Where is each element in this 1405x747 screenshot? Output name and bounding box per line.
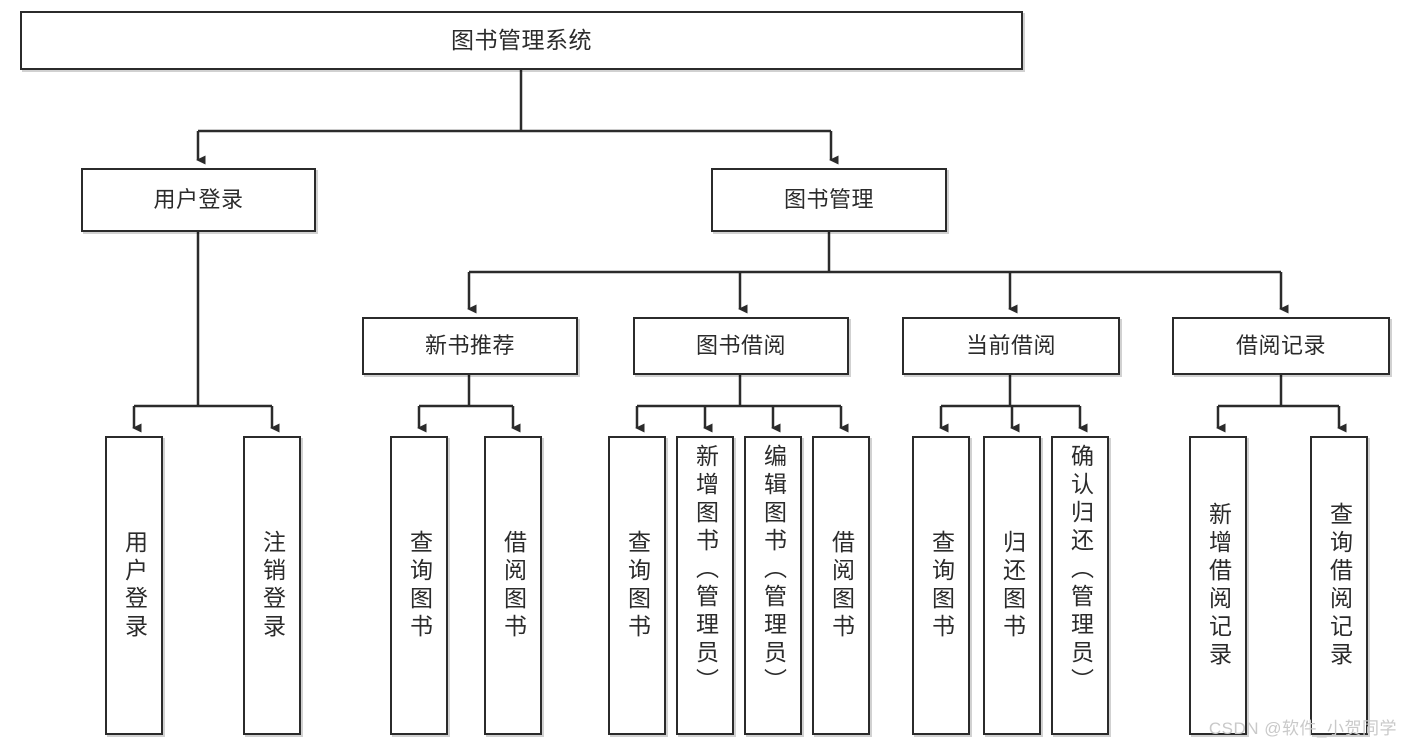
node-leaf-query-borrow-record-label: 查询借阅记录 [1326,501,1353,670]
node-current-borrow-label: 当前借阅 [965,333,1056,359]
node-leaf-confirm-return-admin-label: 确认归还（管理员） [1067,444,1094,696]
node-leaf-add-borrow-record-label: 新增借阅记录 [1205,501,1232,670]
node-leaf-query-book-1[interactable]: 查询图书 [390,436,448,735]
node-book-manage-label: 图书管理 [783,187,874,213]
node-current-borrow[interactable]: 当前借阅 [902,317,1120,375]
node-leaf-confirm-return-admin[interactable]: 确认归还（管理员） [1051,436,1109,735]
node-leaf-query-book-2[interactable]: 查询图书 [608,436,666,735]
node-leaf-add-borrow-record[interactable]: 新增借阅记录 [1189,436,1247,735]
node-user-login[interactable]: 用户登录 [81,168,316,232]
node-root-label: 图书管理系统 [451,26,592,53]
node-new-book-recommend-label: 新书推荐 [424,333,515,359]
node-leaf-query-book-1-label: 查询图书 [406,529,433,642]
node-book-borrow[interactable]: 图书借阅 [633,317,849,375]
node-leaf-query-book-3-label: 查询图书 [928,529,955,642]
node-leaf-user-login-label: 用户登录 [121,529,148,642]
node-leaf-borrow-book-2[interactable]: 借阅图书 [812,436,870,735]
node-leaf-edit-book-admin-label: 编辑图书（管理员） [760,444,787,696]
node-leaf-borrow-book-1-label: 借阅图书 [500,529,527,642]
node-user-login-label: 用户登录 [153,187,244,213]
node-leaf-logout-label: 注销登录 [259,529,286,642]
node-leaf-add-book-admin-label: 新增图书（管理员） [692,444,719,696]
csdn-watermark: CSDN @软件_小贺同学 [1208,719,1397,738]
node-leaf-query-borrow-record[interactable]: 查询借阅记录 [1310,436,1368,735]
node-leaf-return-book-label: 归还图书 [999,529,1026,642]
node-leaf-borrow-book-2-label: 借阅图书 [828,529,855,642]
node-leaf-edit-book-admin[interactable]: 编辑图书（管理员） [744,436,802,735]
node-leaf-borrow-book-1[interactable]: 借阅图书 [484,436,542,735]
node-borrow-record[interactable]: 借阅记录 [1172,317,1390,375]
node-root[interactable]: 图书管理系统 [20,11,1023,70]
node-new-book-recommend[interactable]: 新书推荐 [362,317,578,375]
node-leaf-logout[interactable]: 注销登录 [243,436,301,735]
node-leaf-add-book-admin[interactable]: 新增图书（管理员） [676,436,734,735]
node-leaf-return-book[interactable]: 归还图书 [983,436,1041,735]
node-borrow-record-label: 借阅记录 [1235,333,1326,359]
node-leaf-query-book-2-label: 查询图书 [624,529,651,642]
node-leaf-user-login[interactable]: 用户登录 [105,436,163,735]
node-leaf-query-book-3[interactable]: 查询图书 [912,436,970,735]
node-book-borrow-label: 图书借阅 [695,333,786,359]
node-book-manage[interactable]: 图书管理 [711,168,947,232]
